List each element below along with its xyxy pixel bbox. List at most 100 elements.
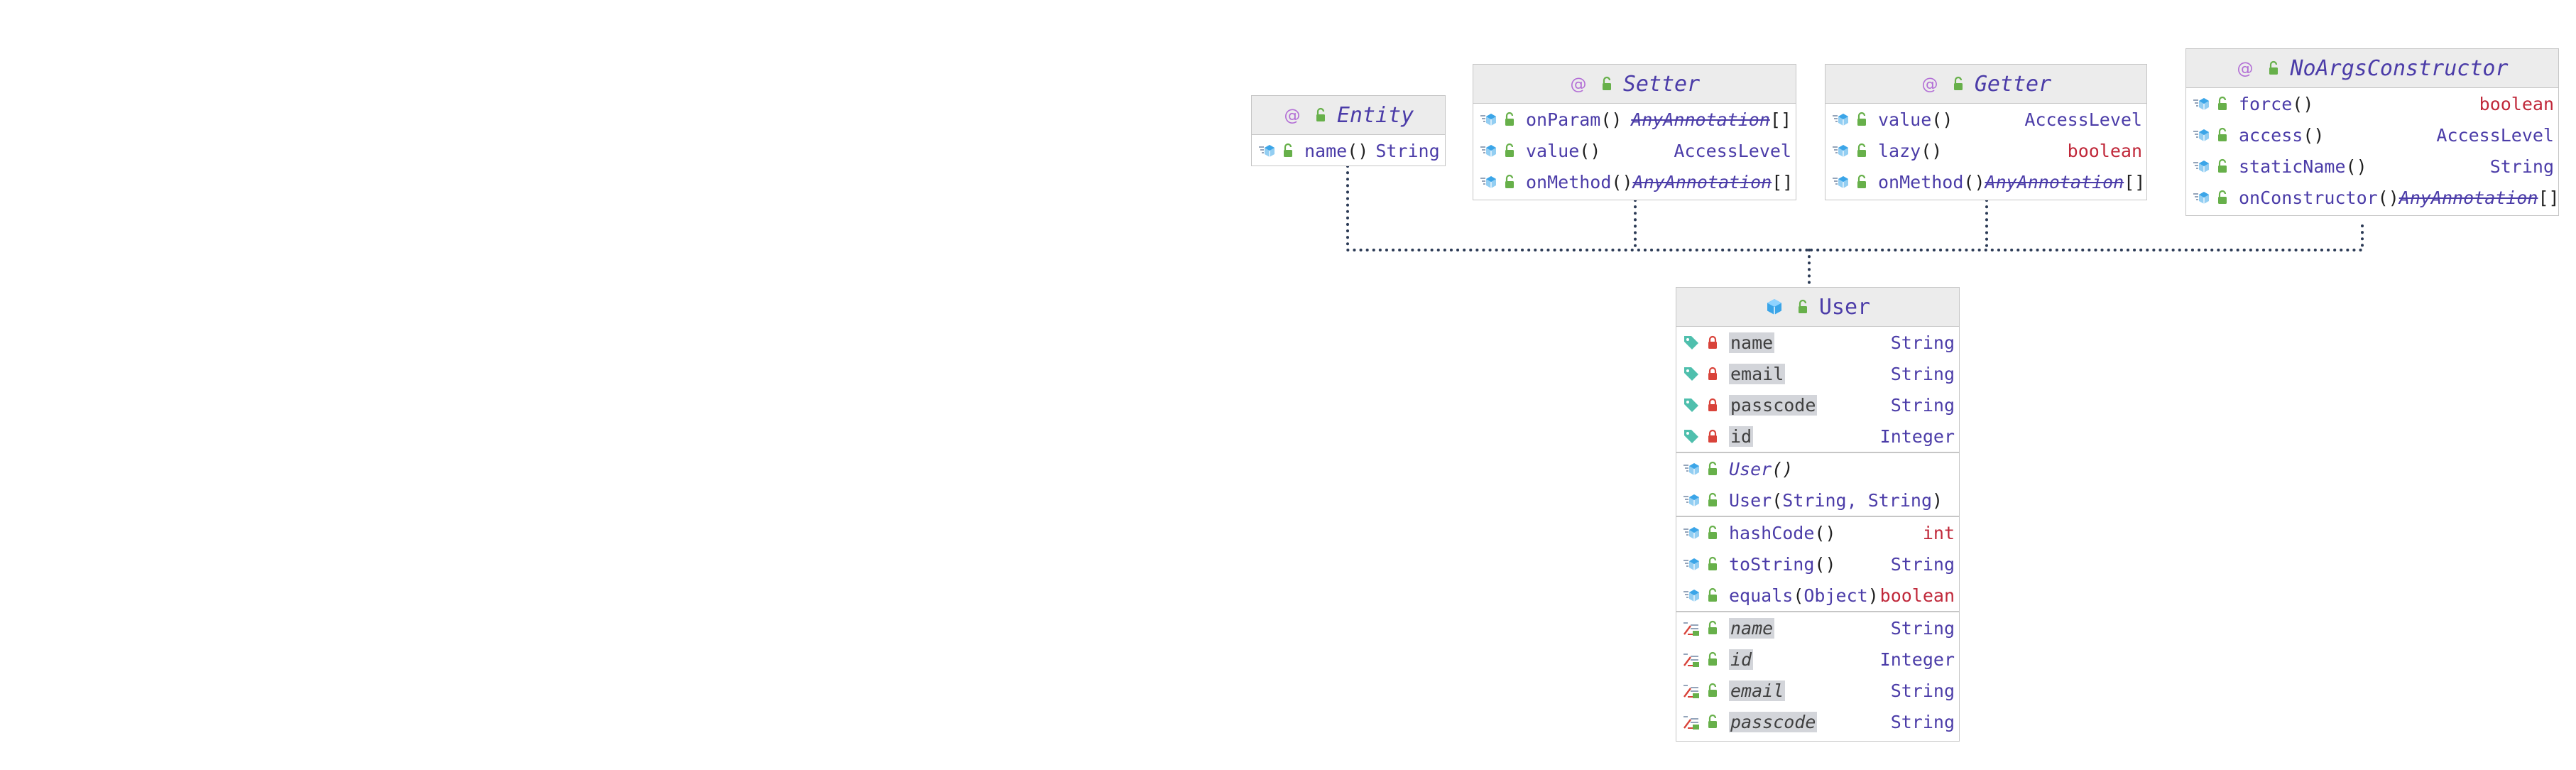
member-name: force xyxy=(2239,93,2293,114)
member-type: boolean xyxy=(2067,140,2142,161)
public-lock-icon xyxy=(1703,712,1722,731)
member-name: onMethod xyxy=(1878,171,1964,192)
property-name: passcode xyxy=(1729,711,1818,732)
public-lock-icon xyxy=(2213,94,2232,113)
annotation-header-entity: @ Entity xyxy=(1252,96,1445,135)
method-return-type: int xyxy=(1922,522,1955,543)
members-section: onParam() AnyAnnotation[] value() Access… xyxy=(1473,104,1796,197)
field-row[interactable]: name String xyxy=(1676,327,1959,358)
property-row[interactable]: passcode String xyxy=(1676,706,1959,737)
method-name: hashCode xyxy=(1729,522,1815,543)
method-icon xyxy=(1682,524,1701,542)
method-icon xyxy=(1479,141,1497,160)
field-type: String xyxy=(1890,394,1955,416)
annotation-box-setter[interactable]: @ Setter onParam() AnyAnnotation[] value… xyxy=(1473,64,1796,200)
public-lock-icon xyxy=(1598,75,1616,93)
field-type: String xyxy=(1890,363,1955,384)
member-row[interactable]: onMethod() AnyAnnotation[] xyxy=(1473,166,1796,197)
constructors-section: User() User(String, String) xyxy=(1676,453,1959,517)
class-box-user[interactable]: User name String email String passcode xyxy=(1676,287,1960,742)
public-lock-icon xyxy=(1703,619,1722,637)
property-row[interactable]: id Integer xyxy=(1676,644,1959,675)
member-row[interactable]: value() AccessLevel xyxy=(1473,135,1796,166)
field-tag-icon xyxy=(1682,333,1701,352)
methods-section: hashCode() int toString() String equals(… xyxy=(1676,517,1959,612)
constructor-row[interactable]: User() xyxy=(1676,453,1959,484)
constructor-row[interactable]: User(String, String) xyxy=(1676,484,1959,516)
member-row[interactable]: staticName() String xyxy=(2186,151,2558,182)
members-section: force() boolean access() AccessLevel sta… xyxy=(2186,88,2560,213)
member-row[interactable]: force() boolean xyxy=(2186,88,2558,119)
property-type: String xyxy=(1890,680,1955,701)
method-icon xyxy=(1479,173,1497,191)
member-type: String xyxy=(1375,140,1440,161)
field-row[interactable]: passcode String xyxy=(1676,389,1959,421)
field-row[interactable]: email String xyxy=(1676,358,1959,389)
field-name: id xyxy=(1729,425,1754,447)
public-lock-icon xyxy=(1311,106,1330,124)
class-cube-icon xyxy=(1765,298,1784,316)
annotation-box-getter[interactable]: @ Getter value() AccessLevel lazy() bool… xyxy=(1825,64,2147,200)
method-icon xyxy=(2192,94,2210,113)
member-name: value xyxy=(1526,140,1580,161)
method-params-open: ( xyxy=(1793,585,1804,606)
public-lock-icon xyxy=(1794,298,1812,316)
private-lock-icon xyxy=(1703,333,1722,352)
member-name: value xyxy=(1878,109,1932,130)
member-type: AnyAnnotation xyxy=(2398,187,2538,208)
member-row[interactable]: onParam() AnyAnnotation[] xyxy=(1473,104,1796,135)
member-name: onParam xyxy=(1526,109,1601,130)
public-lock-icon xyxy=(1703,524,1722,542)
member-row[interactable]: access() AccessLevel xyxy=(2186,119,2558,151)
member-row[interactable]: onConstructor() AnyAnnotation[] xyxy=(2186,182,2560,213)
member-row[interactable]: name() String xyxy=(1252,135,1445,166)
method-icon xyxy=(2192,126,2210,144)
public-lock-icon xyxy=(1703,586,1722,604)
property-row[interactable]: email String xyxy=(1676,675,1959,706)
svg-text:@: @ xyxy=(1570,75,1586,93)
field-type: String xyxy=(1890,332,1955,353)
member-params: () xyxy=(1931,109,1953,130)
annotation-title: Getter xyxy=(1974,71,2052,97)
property-row[interactable]: name String xyxy=(1676,612,1959,644)
public-lock-icon xyxy=(1500,173,1519,191)
annotation-box-noargsconstructor[interactable]: @ NoArgsConstructor force() boolean acce… xyxy=(2185,48,2560,216)
annotation-at-icon: @ xyxy=(1283,106,1301,124)
public-lock-icon xyxy=(1852,173,1871,191)
field-tag-icon xyxy=(1682,364,1701,383)
property-name: email xyxy=(1729,680,1786,701)
method-row[interactable]: hashCode() int xyxy=(1676,517,1959,548)
member-params: () xyxy=(2292,93,2314,114)
svg-text:@: @ xyxy=(1284,107,1300,124)
constructor-param-types: String, String xyxy=(1782,489,1932,511)
field-type: Integer xyxy=(1879,425,1955,447)
public-lock-icon xyxy=(1279,141,1297,160)
member-row[interactable]: value() AccessLevel xyxy=(1825,104,2146,135)
member-row[interactable]: onMethod() AnyAnnotation[] xyxy=(1825,166,2146,197)
public-lock-icon xyxy=(1703,650,1722,668)
member-params: () xyxy=(2377,187,2399,208)
constructor-name: User xyxy=(1729,489,1772,511)
method-icon xyxy=(1682,460,1701,478)
connector-noargs xyxy=(1808,224,2364,251)
annotation-header-noargsconstructor: @ NoArgsConstructor xyxy=(2186,49,2558,88)
private-lock-icon xyxy=(1703,427,1722,445)
method-param-types: Object xyxy=(1803,585,1868,606)
property-type: String xyxy=(1890,711,1955,732)
method-return-type: String xyxy=(1890,553,1955,575)
annotation-header-getter: @ Getter xyxy=(1825,65,2146,104)
property-icon xyxy=(1682,650,1701,668)
method-icon xyxy=(2192,188,2210,207)
method-row[interactable]: equals(Object) boolean xyxy=(1676,580,1959,611)
field-row[interactable]: id Integer xyxy=(1676,421,1959,452)
annotation-title: Entity xyxy=(1336,102,1414,128)
method-icon xyxy=(1682,555,1701,573)
method-row[interactable]: toString() String xyxy=(1676,548,1959,580)
member-name: staticName xyxy=(2239,156,2346,177)
field-tag-icon xyxy=(1682,396,1701,414)
member-row[interactable]: lazy() boolean xyxy=(1825,135,2146,166)
annotation-box-entity[interactable]: @ Entity name() String xyxy=(1251,95,1446,166)
annotation-at-icon: @ xyxy=(1921,75,1939,93)
public-lock-icon xyxy=(1703,460,1722,478)
public-lock-icon xyxy=(2213,188,2232,207)
